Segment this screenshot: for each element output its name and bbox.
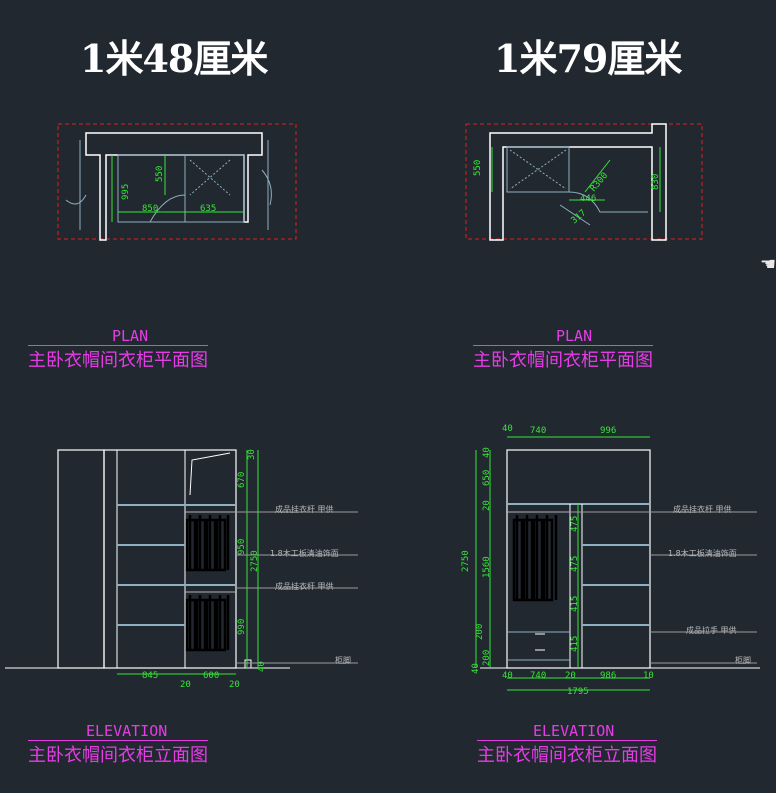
hanging-clothes-lower	[185, 595, 230, 652]
dim-b740: 740	[530, 671, 546, 681]
dim-top-40: 40	[502, 424, 513, 434]
dim-l650: 650	[482, 470, 492, 486]
dim-l40: 40	[482, 447, 492, 458]
note-board: 1.8木工板清油饰面	[270, 548, 339, 558]
dim-b20: 20	[565, 671, 576, 681]
dim-top-996: 996	[600, 426, 616, 436]
dim-r300: R300	[589, 171, 611, 194]
dim-40: 40	[257, 661, 267, 672]
dim-850: 850	[142, 204, 158, 214]
elevation-left: 30 670 950 2750 990 40 845 600 20 20 成品挂…	[5, 449, 358, 690]
dim-b40: 40	[502, 671, 513, 681]
dim-l40b: 40	[471, 663, 481, 674]
dim-550: 550	[473, 160, 483, 176]
hanging-clothes-upper	[185, 515, 230, 572]
dim-995: 995	[121, 184, 131, 200]
dim-30: 30	[247, 449, 257, 460]
plan-left-title: 主卧衣帽间衣柜平面图	[28, 345, 208, 372]
elevation-right-tag: ELEVATION	[533, 722, 615, 740]
hanging-clothes	[512, 515, 558, 602]
dim-l200: 200	[475, 624, 485, 640]
note-hanging-rod-2: 成品挂衣杆 甲供	[275, 581, 334, 591]
dim-2750: 2750	[250, 550, 260, 572]
dim-845: 845	[142, 671, 158, 681]
title-left-width: 1米48厘米	[80, 36, 268, 81]
dim-b1795: 1795	[567, 687, 589, 697]
note-board: 1.8木工板清油饰面	[668, 548, 737, 558]
dim-l200b: 200	[482, 650, 492, 666]
dim-20a: 20	[180, 680, 191, 690]
note-hanging-rod-1: 成品挂衣杆 甲供	[275, 504, 334, 514]
plan-right: 550 830 446 R300 317	[465, 123, 703, 241]
elevation-right: 40 740 996 40 650 20 2750 1560 200 40 20…	[461, 424, 760, 697]
plan-left-tag: PLAN	[112, 327, 149, 345]
elevation-left-tag: ELEVATION	[86, 722, 168, 740]
note-handle: 成品拉手 甲供	[686, 625, 737, 635]
dim-r415b: 415	[570, 636, 580, 652]
dim-top-740: 740	[530, 426, 546, 436]
dim-550: 550	[155, 166, 165, 182]
title-right-width: 1米79厘米	[494, 36, 682, 81]
note-foot: 柜脚	[735, 655, 751, 665]
dim-r475b: 475	[570, 556, 580, 572]
dim-317: 317	[570, 208, 589, 226]
dim-r415a: 415	[570, 596, 580, 612]
dim-950: 950	[237, 539, 247, 555]
dim-600: 600	[203, 671, 219, 681]
dim-b10: 10	[643, 671, 654, 681]
dim-l20: 20	[482, 500, 492, 511]
dim-990: 990	[237, 619, 247, 635]
dim-r475a: 475	[570, 516, 580, 532]
plan-right-tag: PLAN	[556, 327, 593, 345]
dim-830: 830	[651, 174, 661, 190]
dim-l1560: 1560	[482, 556, 492, 578]
dim-635: 635	[200, 204, 216, 214]
plan-right-title: 主卧衣帽间衣柜平面图	[473, 345, 653, 372]
dim-670: 670	[237, 472, 247, 488]
note-hanging-rod: 成品挂衣杆 甲供	[673, 504, 732, 514]
dim-446: 446	[580, 194, 596, 204]
dim-b986: 986	[600, 671, 616, 681]
note-foot: 柜脚	[335, 655, 351, 665]
plan-left: 995 550 850 635	[57, 123, 297, 241]
dim-20b: 20	[229, 680, 240, 690]
hand-icon: ☚	[760, 254, 776, 275]
elevation-right-title: 主卧衣帽间衣柜立面图	[477, 740, 657, 767]
elevation-left-title: 主卧衣帽间衣柜立面图	[28, 740, 208, 767]
dim-l2750: 2750	[461, 550, 471, 572]
